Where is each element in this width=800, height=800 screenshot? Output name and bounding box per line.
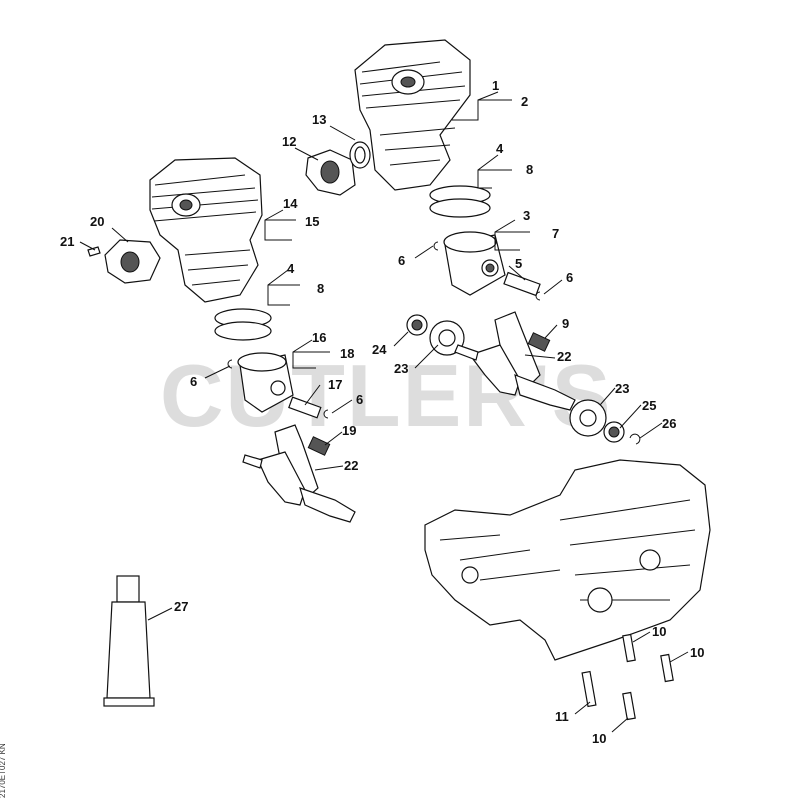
piston-rings-right bbox=[429, 185, 491, 218]
callout-22b: 22 bbox=[344, 458, 358, 473]
callout-4b: 4 bbox=[287, 261, 295, 276]
crankshaft-right bbox=[454, 311, 576, 411]
callout-4: 4 bbox=[496, 141, 504, 156]
callout-25: 25 bbox=[642, 398, 656, 413]
needle-bearing-right bbox=[527, 332, 551, 352]
callout-8: 8 bbox=[526, 162, 533, 177]
callout-22a: 22 bbox=[557, 349, 571, 364]
callout-12: 12 bbox=[282, 134, 296, 149]
callout-27: 27 bbox=[174, 599, 188, 614]
callout-7: 7 bbox=[552, 226, 559, 241]
callout-18: 18 bbox=[340, 346, 354, 361]
crankcase bbox=[424, 459, 711, 661]
callout-13: 13 bbox=[312, 112, 326, 127]
sealant-tube bbox=[103, 575, 155, 707]
callout-2: 2 bbox=[521, 94, 528, 109]
callout-3: 3 bbox=[523, 208, 530, 223]
circlip-icon bbox=[227, 359, 233, 369]
callout-11: 11 bbox=[555, 709, 569, 724]
bearing-set-right bbox=[569, 399, 641, 445]
callout-6b: 6 bbox=[566, 270, 573, 285]
bearing-set-top bbox=[406, 314, 465, 356]
callout-8b: 8 bbox=[317, 281, 324, 296]
cylinder-large bbox=[354, 39, 471, 191]
callout-26: 26 bbox=[662, 416, 676, 431]
piston-pin-left bbox=[288, 396, 322, 419]
callout-19: 19 bbox=[342, 423, 356, 438]
piston-rings-left bbox=[214, 308, 272, 341]
callout-20: 20 bbox=[90, 214, 104, 229]
callout-10c: 10 bbox=[592, 731, 606, 746]
screw-icon bbox=[581, 633, 674, 721]
crankshaft-left bbox=[242, 424, 356, 523]
callout-6d: 6 bbox=[356, 392, 363, 407]
callout-labels: 1 2 13 12 4 8 14 15 20 21 3 7 6 5 6 4 8 … bbox=[60, 78, 704, 746]
callout-24: 24 bbox=[372, 342, 387, 357]
callout-23b: 23 bbox=[615, 381, 629, 396]
callout-16: 16 bbox=[312, 330, 326, 345]
circlip-icon bbox=[535, 291, 541, 301]
callout-6a: 6 bbox=[398, 253, 405, 268]
piston-left bbox=[237, 352, 294, 413]
piston-right bbox=[443, 231, 506, 296]
callout-6c: 6 bbox=[190, 374, 197, 389]
callout-21: 21 bbox=[60, 234, 74, 249]
callout-15: 15 bbox=[305, 214, 319, 229]
circlip-icon bbox=[433, 241, 439, 251]
cylinder-small bbox=[149, 157, 263, 303]
piston-pin-right bbox=[503, 271, 541, 297]
needle-bearing-left bbox=[307, 436, 331, 456]
callout-14: 14 bbox=[283, 196, 298, 211]
callout-9: 9 bbox=[562, 316, 569, 331]
callout-5: 5 bbox=[515, 256, 522, 271]
leader-lines bbox=[79, 91, 689, 733]
callout-10b: 10 bbox=[690, 645, 704, 660]
callout-23a: 23 bbox=[394, 361, 408, 376]
intake-flange bbox=[305, 141, 371, 196]
circlip-icon bbox=[323, 409, 329, 419]
callout-17: 17 bbox=[328, 377, 342, 392]
callout-10a: 10 bbox=[652, 624, 666, 639]
intake-flange-small bbox=[87, 239, 161, 284]
callout-1: 1 bbox=[492, 78, 499, 93]
